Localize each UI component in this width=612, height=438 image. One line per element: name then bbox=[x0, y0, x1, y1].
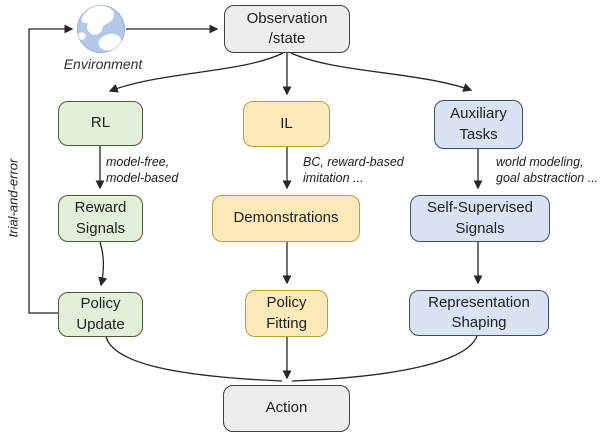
arrow-observation-to-aux bbox=[290, 52, 473, 92]
node-policy-fitting: Policy Fitting bbox=[245, 290, 328, 337]
annotation-il-methods: BC, reward-based imitation ... bbox=[303, 155, 404, 185]
node-auxiliary-tasks: Auxiliary Tasks bbox=[434, 100, 523, 149]
node-observation-state: Observation /state bbox=[224, 5, 350, 53]
curve-policy-update-to-action bbox=[105, 336, 283, 382]
arrow-observation-to-rl bbox=[108, 52, 284, 93]
node-demonstrations: Demonstrations bbox=[212, 195, 360, 242]
node-representation-shaping: Representation Shaping bbox=[409, 290, 549, 336]
node-reward-signals: Reward Signals bbox=[58, 195, 143, 242]
node-self-supervised-signals: Self-Supervised Signals bbox=[410, 195, 550, 242]
curve-rep-shaping-to-action bbox=[291, 335, 478, 382]
arrow-reward-signals-to-policy-update bbox=[98, 241, 108, 287]
node-action: Action bbox=[223, 385, 350, 432]
annotation-aux-methods: world modeling, goal abstraction ... bbox=[496, 155, 599, 185]
arrow-policy-update-to-environment bbox=[28, 24, 74, 314]
node-rl: RL bbox=[58, 101, 143, 146]
node-policy-update: Policy Update bbox=[58, 292, 143, 337]
globe-icon bbox=[77, 5, 125, 53]
annotation-rl-methods: model-free, model-based bbox=[106, 155, 179, 185]
trial-and-error-label: trial-and-error bbox=[5, 158, 21, 238]
environment-label: Environment bbox=[63, 56, 143, 72]
node-il: IL bbox=[243, 101, 330, 147]
